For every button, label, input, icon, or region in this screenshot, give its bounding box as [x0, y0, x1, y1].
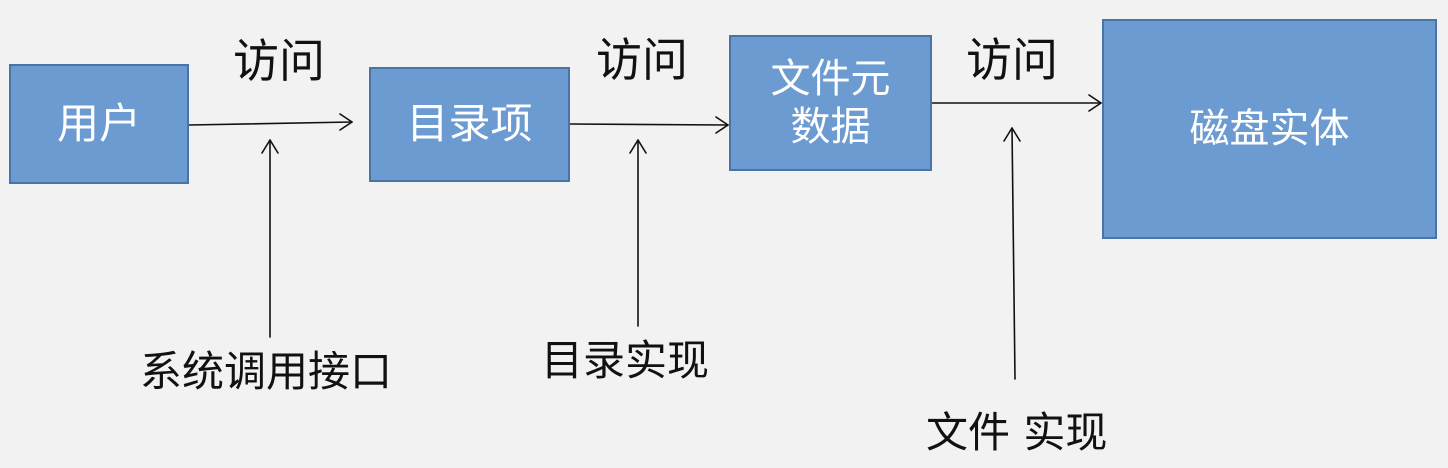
- node-file-metadata-label-line-1: 文件元: [770, 56, 891, 102]
- arrow-syscall-up-head: [261, 139, 279, 154]
- arrow-user-to-directory-head: [339, 113, 353, 131]
- arrow-user-to-directory: [188, 121, 353, 126]
- arrow-directory-to-metadata: [569, 123, 729, 126]
- arrow-fileimpl-up: [1011, 127, 1016, 380]
- edge-label-access-2: 访问: [596, 33, 688, 87]
- arrow-metadata-to-disk-head: [1088, 94, 1102, 112]
- node-directory-entry: 目录项: [369, 67, 570, 182]
- node-disk-entity: 磁盘实体: [1102, 19, 1437, 239]
- edge-label-access-1: 访问: [233, 34, 325, 88]
- layer-label-directory-implementation: 目录实现: [541, 336, 710, 385]
- node-disk-entity-label: 磁盘实体: [1189, 106, 1350, 152]
- node-user: 用户: [9, 64, 189, 184]
- node-directory-entry-label: 目录项: [406, 99, 533, 149]
- node-file-metadata: 文件元 数据: [729, 35, 932, 171]
- layer-label-system-call-interface: 系统调用接口: [140, 347, 393, 396]
- layer-label-file-implementation: 文件 实现: [926, 408, 1108, 457]
- arrow-fileimpl-up-head: [1003, 127, 1021, 142]
- node-file-metadata-label-line-2: 数据: [790, 104, 871, 150]
- arrow-dirimpl-up-head: [629, 139, 647, 154]
- edge-label-access-3: 访问: [966, 33, 1058, 87]
- arrow-directory-to-metadata-head: [715, 116, 729, 134]
- node-user-label: 用户: [56, 98, 141, 148]
